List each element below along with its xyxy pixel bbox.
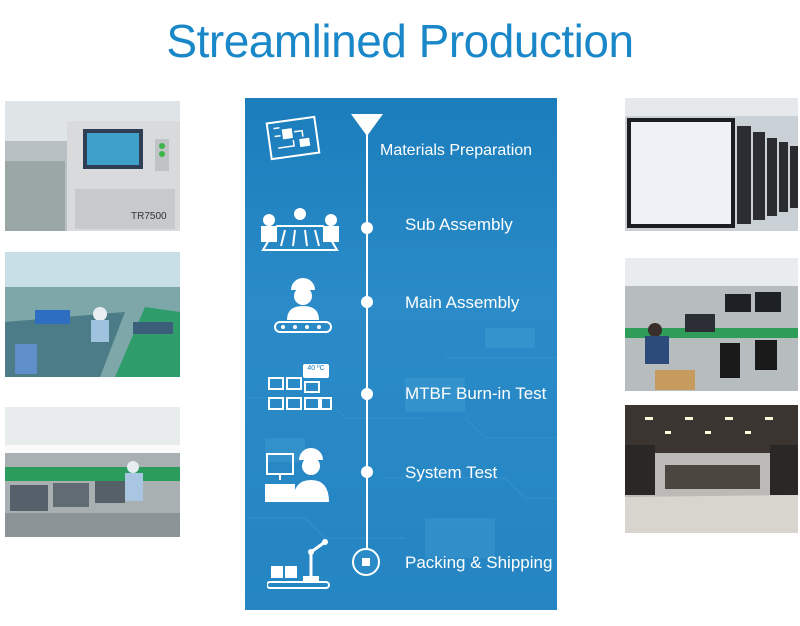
monitors-icon: 40 ºC — [267, 364, 333, 416]
process-panel: Materials Preparation Sub Assembly — [245, 98, 557, 610]
step-label: MTBF Burn-in Test — [405, 384, 547, 403]
assembly-line-photo-1 — [5, 252, 180, 377]
assembly-line-icon — [255, 206, 345, 256]
step-label: Main Assembly — [405, 293, 520, 312]
system-test-photo — [625, 258, 798, 391]
temperature-badge: 40 ºC — [307, 365, 325, 372]
circuit-background — [245, 328, 557, 558]
timeline-dot — [361, 222, 373, 234]
machine-model-label: TR7500 — [131, 211, 167, 222]
page-title: Streamlined Production — [166, 15, 634, 67]
timeline-dot — [361, 388, 373, 400]
step-label: Packing & Shipping — [405, 553, 553, 572]
worker-monitor-icon — [265, 448, 335, 504]
machine-photo: TR7500 — [5, 101, 180, 231]
step-label: Sub Assembly — [405, 215, 513, 234]
timeline-start-marker — [351, 114, 383, 136]
step-label: System Test — [405, 463, 498, 482]
step-label: Materials Preparation — [380, 142, 533, 159]
timeline-line — [366, 118, 368, 563]
timeline-end-marker — [352, 548, 380, 576]
timeline-dot — [361, 466, 373, 478]
burn-in-monitors-photo — [625, 98, 798, 231]
circuit-board-icon — [263, 114, 323, 162]
empty-hall-photo — [625, 405, 798, 533]
timeline-dot — [361, 296, 373, 308]
robot-arm-icon — [266, 538, 337, 590]
assembly-line-photo-2 — [5, 407, 180, 537]
worker-conveyor-icon — [271, 276, 335, 336]
